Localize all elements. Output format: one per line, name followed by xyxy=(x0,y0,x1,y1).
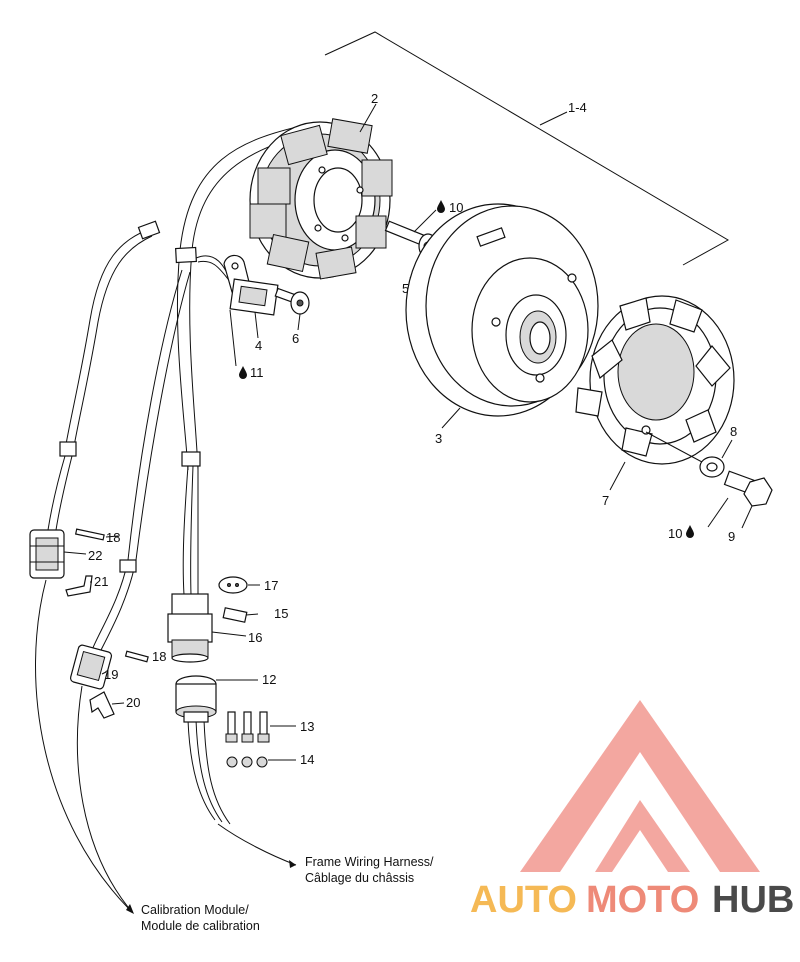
flywheel-cover xyxy=(575,295,735,465)
pin-18-lower xyxy=(124,650,149,663)
callout-11: 11 xyxy=(250,365,264,380)
clip-21 xyxy=(65,575,93,597)
callout-4: 4 xyxy=(255,338,262,353)
callout-1-4: 1-4 xyxy=(568,100,587,115)
watermark-word-hub: HUB xyxy=(712,879,794,921)
connector-22 xyxy=(29,529,65,579)
callout-2: 2 xyxy=(371,91,378,106)
washer xyxy=(699,456,725,478)
callout-9: 9 xyxy=(728,529,735,544)
callout-17: 17 xyxy=(264,578,278,593)
callout-13: 13 xyxy=(300,719,314,734)
note-calibration-line1: Calibration Module/ xyxy=(141,903,249,917)
threadlock-drop-icon xyxy=(437,200,445,213)
callout-21: 21 xyxy=(94,574,108,589)
callout-10-top: 10 xyxy=(449,200,463,215)
stator xyxy=(249,118,393,280)
callout-6: 6 xyxy=(292,331,299,346)
callout-10-bottom: 10 xyxy=(668,526,682,541)
watermark-word-moto: MOTO xyxy=(586,879,699,921)
callout-16: 16 xyxy=(248,630,262,645)
watermark-word-auto: AUTO xyxy=(470,879,577,921)
callout-19: 19 xyxy=(104,667,118,682)
callout-18-upper: 18 xyxy=(106,530,120,545)
clip-20 xyxy=(89,691,115,719)
pin-18-upper xyxy=(74,528,105,541)
note-frame-harness-line2: Câblage du châssis xyxy=(305,871,414,885)
threadlock-drop-icon xyxy=(686,525,694,538)
watermark-logo: AUTO MOTO HUB xyxy=(470,700,794,921)
seals-14 xyxy=(226,756,268,768)
callout-7: 7 xyxy=(602,493,609,508)
connector-19 xyxy=(69,644,113,690)
callout-14: 14 xyxy=(300,752,314,767)
callout-20: 20 xyxy=(126,695,140,710)
connector-16 xyxy=(167,593,213,663)
wiring-harness xyxy=(47,124,313,825)
trigger-coil xyxy=(223,254,279,316)
callout-22: 22 xyxy=(88,548,102,563)
callout-5: 5 xyxy=(402,281,409,296)
callout-12: 12 xyxy=(262,672,276,687)
callout-15: 15 xyxy=(274,606,288,621)
note-calibration-line2: Module de calibration xyxy=(141,919,260,933)
cap-17 xyxy=(218,576,248,594)
rotor-flywheel xyxy=(405,203,599,417)
bolt xyxy=(723,470,773,507)
callout-3: 3 xyxy=(435,431,442,446)
callout-8: 8 xyxy=(730,424,737,439)
screw-6 xyxy=(274,287,310,315)
note-frame-harness-line1: Frame Wiring Harness/ xyxy=(305,855,434,869)
terminals-13 xyxy=(225,711,270,743)
pin-15 xyxy=(222,607,248,623)
assembly-bracket xyxy=(324,31,730,266)
connector-housing-12 xyxy=(175,675,217,723)
callout-18-lower: 18 xyxy=(152,649,166,664)
threadlock-drop-icon xyxy=(239,366,247,379)
